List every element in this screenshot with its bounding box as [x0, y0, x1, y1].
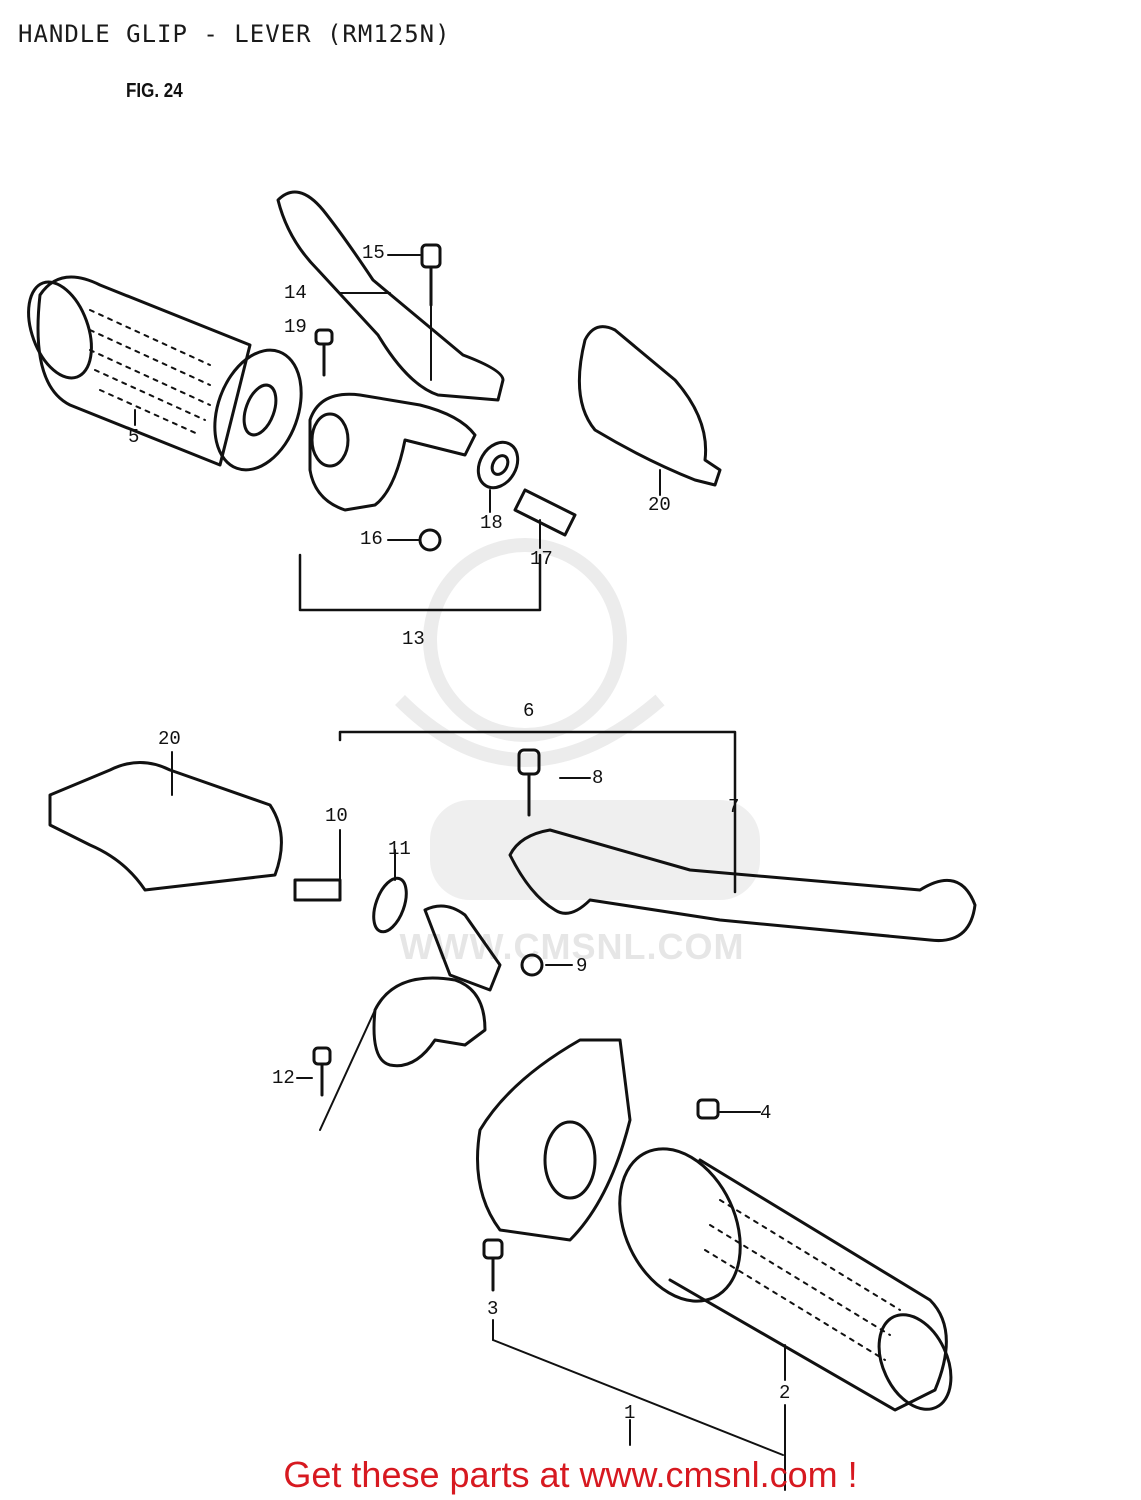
callout-20-top: 20: [648, 494, 671, 516]
callout-20-left: 20: [158, 728, 181, 750]
callout-10: 10: [325, 805, 348, 827]
part-19-screw: [314, 328, 334, 377]
callout-1: 1: [624, 1402, 636, 1424]
callout-19: 19: [284, 316, 307, 338]
callout-8: 8: [592, 767, 604, 789]
callout-4: 4: [760, 1102, 772, 1124]
part-14-lever: [276, 190, 505, 402]
callout-17: 17: [530, 548, 553, 570]
callout-2: 2: [779, 1382, 791, 1404]
callout-18: 18: [480, 512, 503, 534]
part-15-bolt: [420, 243, 442, 381]
callout-11: 11: [388, 838, 411, 860]
callout-15: 15: [362, 242, 385, 264]
callout-12: 12: [272, 1067, 295, 1089]
watermark-text: WWW.CMSNL.COM: [399, 926, 745, 967]
callout-14: 14: [284, 282, 307, 304]
figure-label: FIG. 24: [126, 80, 183, 102]
callout-5: 5: [128, 426, 140, 448]
part-2-right-grip: [618, 1147, 953, 1412]
part-5-left-grip: [27, 275, 303, 472]
part-13-lever-holder: [298, 392, 542, 612]
callout-13: 13: [402, 628, 425, 650]
footer-link[interactable]: Get these parts at www.cmsnl.com !: [283, 1454, 858, 1495]
diagram-title: HANDLE GLIP - LEVER (RM125N): [18, 20, 451, 48]
callout-7: 7: [728, 796, 740, 818]
callout-9: 9: [576, 955, 588, 977]
callout-3: 3: [487, 1298, 499, 1320]
callout-6: 6: [523, 700, 535, 722]
callout-16: 16: [360, 528, 383, 550]
